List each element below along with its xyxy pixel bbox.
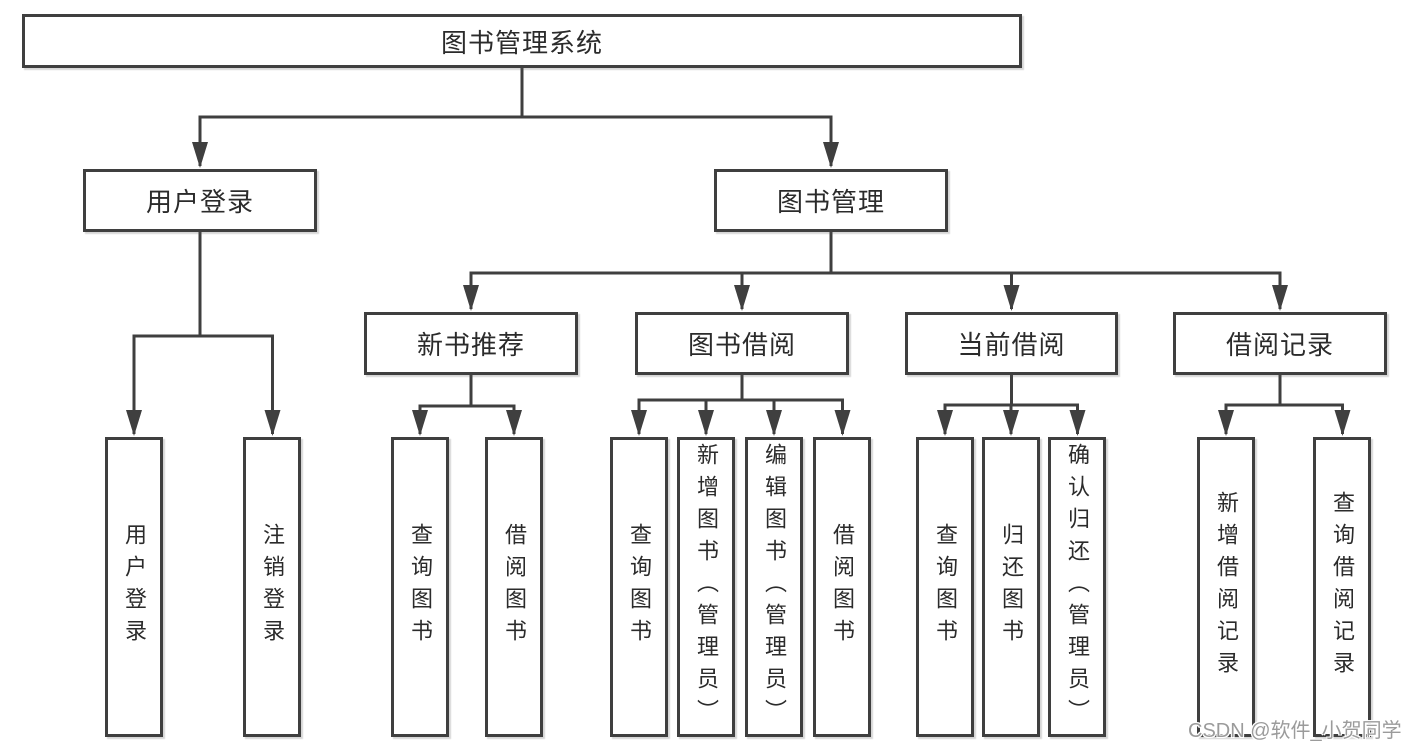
connector-bookmgmt-to-level3 <box>463 231 1288 311</box>
connector-currentborrow-to-leaves <box>937 374 1086 436</box>
node-root-system: 图书管理系统 <box>22 14 1022 68</box>
node-label: 查询图书 <box>408 523 433 651</box>
leaf-user-login: 用户登录 <box>105 437 163 737</box>
node-label: 查询借阅记录 <box>1330 491 1355 683</box>
leaf-add-borrow-record: 新增借阅记录 <box>1197 437 1255 737</box>
node-label: 用户登录 <box>122 523 147 651</box>
node-user-login: 用户登录 <box>83 169 317 232</box>
leaf-edit-books-admin: 编辑图书（管理员） <box>745 437 803 737</box>
node-label: 确认归还（管理员） <box>1065 443 1090 731</box>
node-label: 借阅记录 <box>1225 330 1334 360</box>
node-label: 新增借阅记录 <box>1214 491 1239 683</box>
connector-borrowrecord-to-leaves <box>1218 374 1351 436</box>
node-book-management: 图书管理 <box>714 169 948 232</box>
leaf-borrow-books-borrowing: 借阅图书 <box>813 437 871 737</box>
node-label: 借阅图书 <box>502 523 527 651</box>
connector-root-to-level2 <box>192 68 839 168</box>
leaf-add-books-admin: 新增图书（管理员） <box>677 437 735 737</box>
node-book-borrowing: 图书借阅 <box>635 312 849 375</box>
connector-userlogin-to-leaves <box>126 231 281 436</box>
node-label: 新书推荐 <box>416 330 525 360</box>
leaf-query-books-borrowing: 查询图书 <box>610 437 668 737</box>
node-label: 图书借阅 <box>687 330 796 360</box>
node-label: 编辑图书（管理员） <box>762 443 787 731</box>
node-label: 当前借阅 <box>957 330 1066 360</box>
leaf-borrow-books-recommendation: 借阅图书 <box>485 437 543 737</box>
leaf-query-books-recommendation: 查询图书 <box>391 437 449 737</box>
node-label: 查询图书 <box>627 523 652 651</box>
node-borrowing-records: 借阅记录 <box>1173 312 1387 375</box>
node-label: 新增图书（管理员） <box>694 443 719 731</box>
node-label: 查询图书 <box>933 523 958 651</box>
node-label: 归还图书 <box>999 523 1024 651</box>
node-current-borrowing: 当前借阅 <box>905 312 1118 375</box>
leaf-query-books-current: 查询图书 <box>916 437 974 737</box>
node-label: 图书管理系统 <box>440 27 603 58</box>
node-label: 用户登录 <box>145 187 254 217</box>
leaf-logout: 注销登录 <box>243 437 301 737</box>
connector-newbookrec-to-leaves <box>412 374 522 436</box>
node-label: 图书管理 <box>776 187 885 217</box>
node-label: 借阅图书 <box>830 523 855 651</box>
leaf-return-books: 归还图书 <box>982 437 1040 737</box>
csdn-watermark: CSDN @软件_小贺同学 <box>1188 720 1402 742</box>
leaf-confirm-return-admin: 确认归还（管理员） <box>1048 437 1106 737</box>
node-label: 注销登录 <box>260 523 285 651</box>
node-new-book-recommendation: 新书推荐 <box>364 312 578 375</box>
connector-bookborrow-to-leaves <box>631 374 851 436</box>
leaf-query-borrow-record: 查询借阅记录 <box>1313 437 1371 737</box>
